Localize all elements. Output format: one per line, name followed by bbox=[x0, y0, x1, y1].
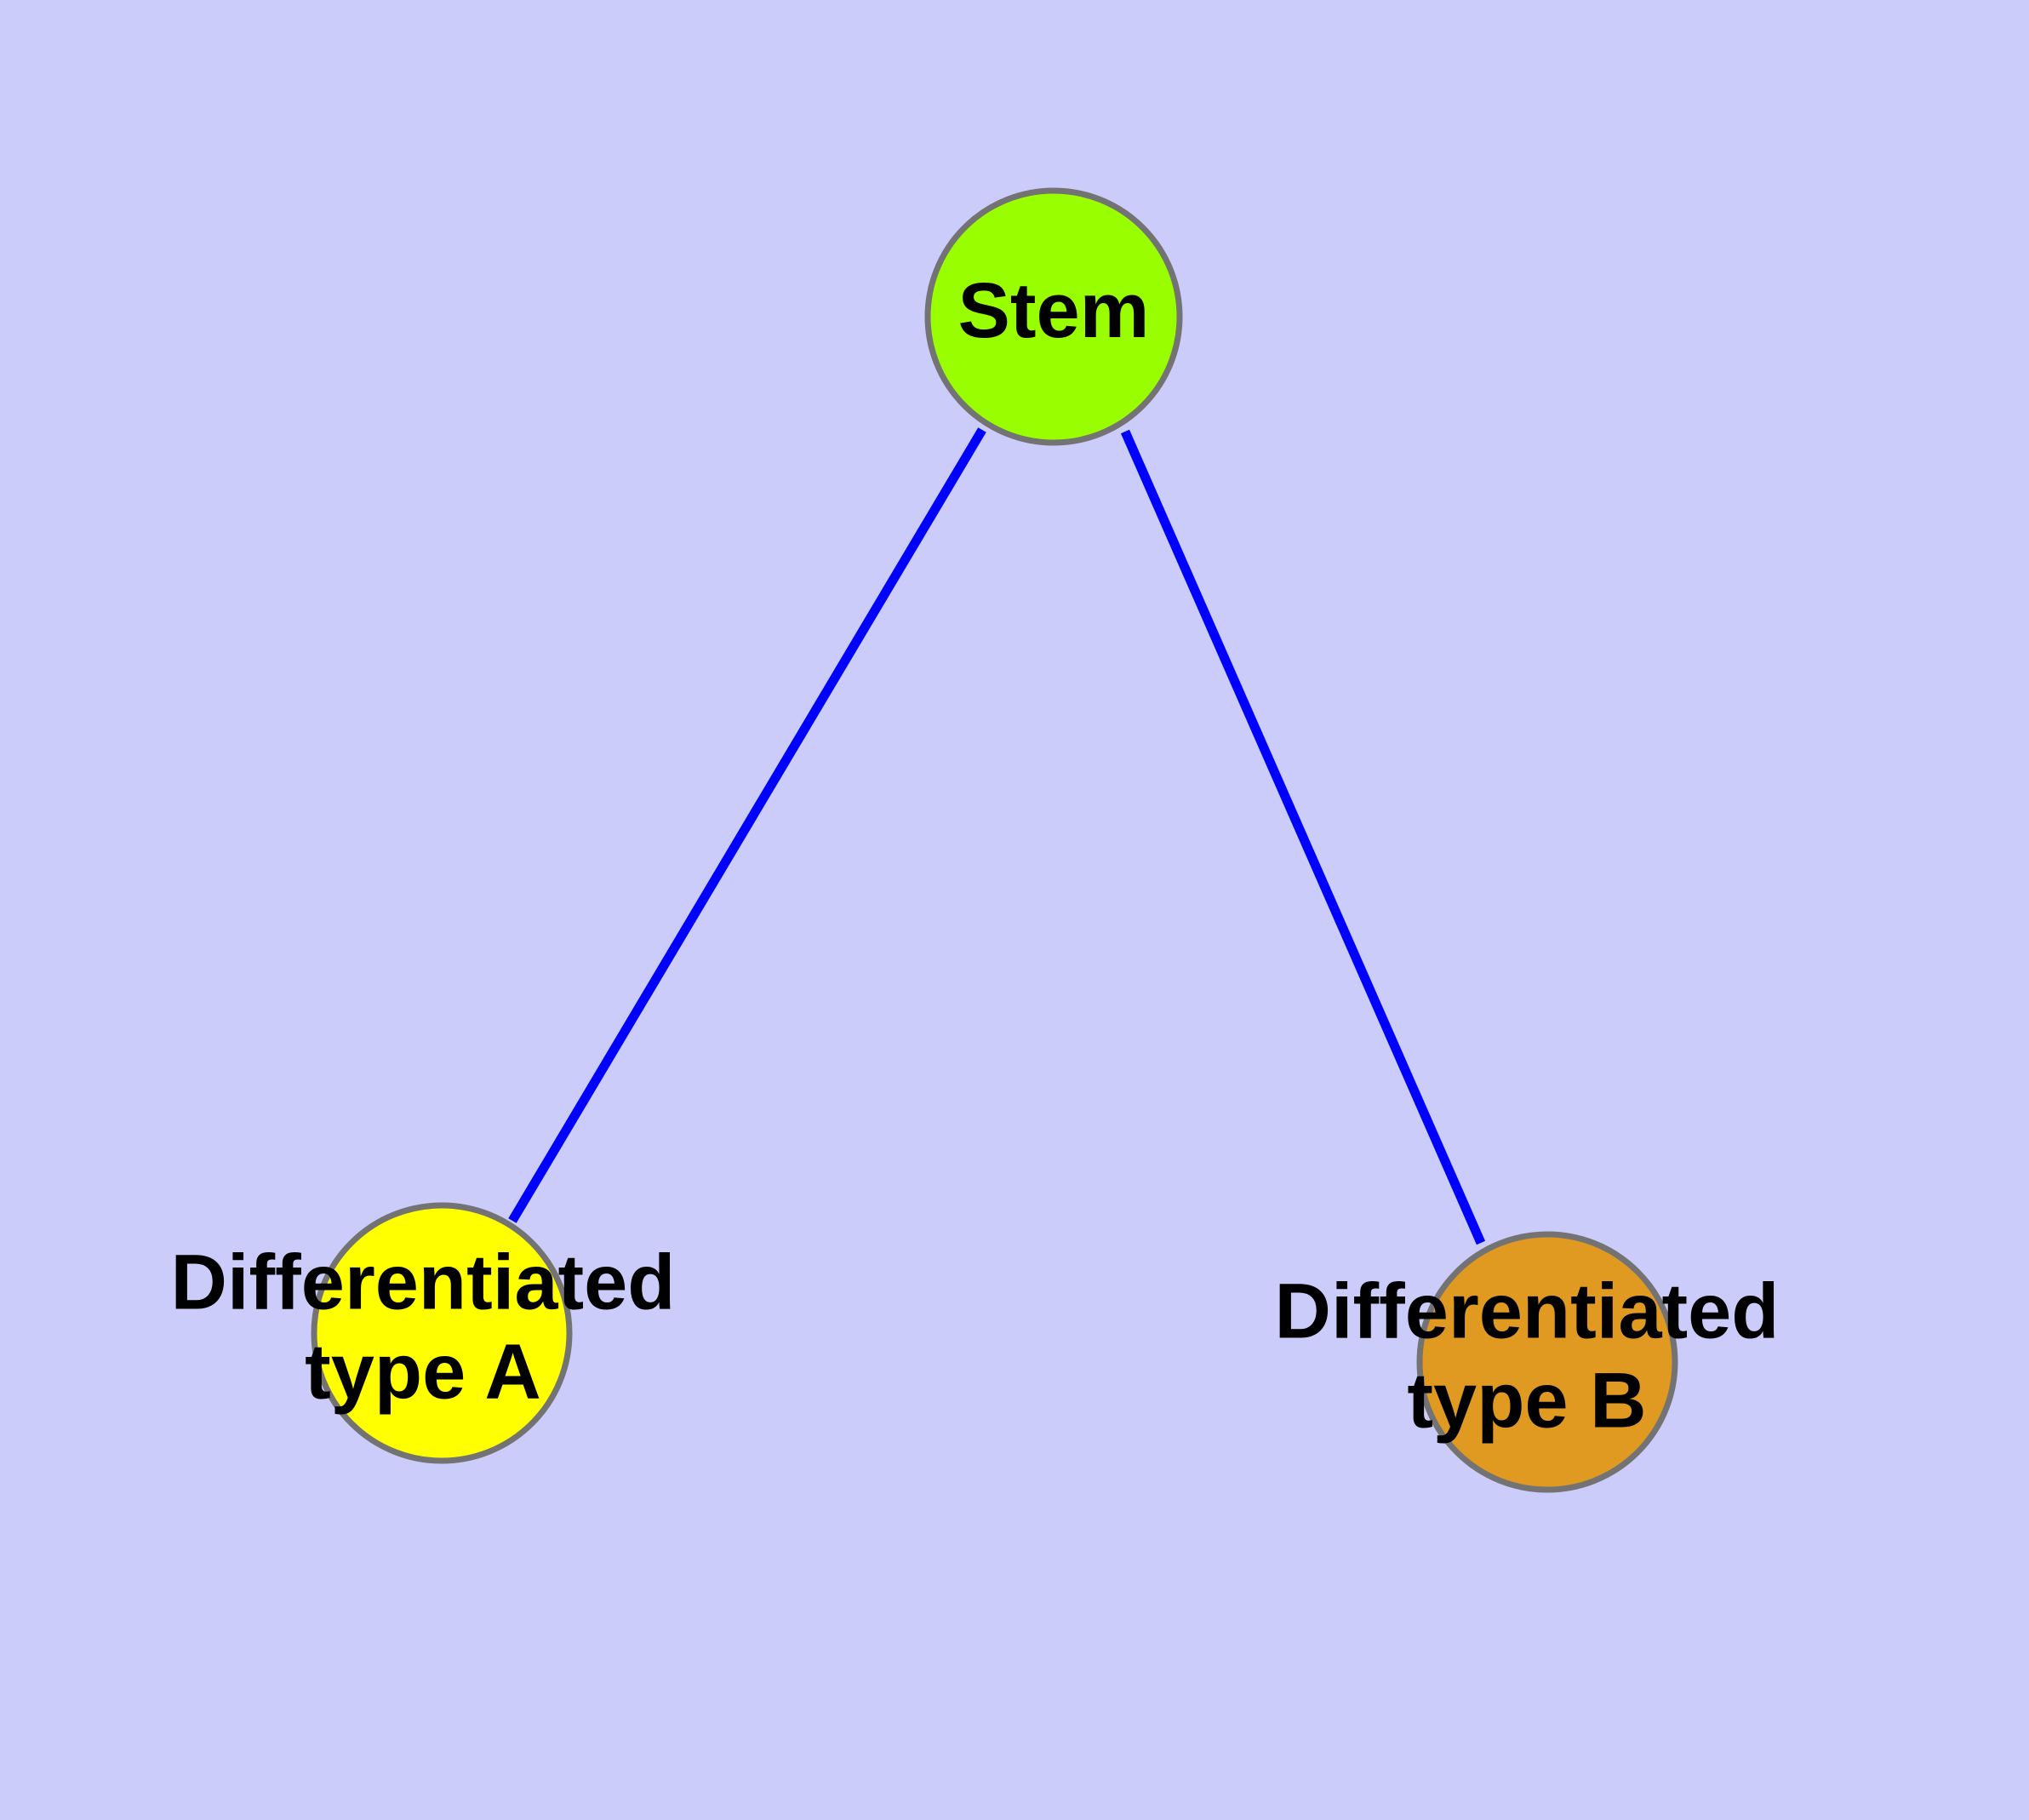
node-diff-a[interactable] bbox=[311, 1202, 573, 1464]
nodes-layer bbox=[311, 187, 1678, 1493]
node-label-line: type B bbox=[1407, 1358, 1646, 1445]
node-label-line: type A bbox=[305, 1329, 541, 1416]
edge-stem-to-diff-b[interactable] bbox=[1120, 429, 1486, 1245]
edge-stem-to-diff-a[interactable] bbox=[508, 427, 986, 1223]
node-label-stem: Stem bbox=[958, 267, 1150, 354]
node-stem[interactable] bbox=[924, 187, 1183, 446]
node-label-line: Differentiated bbox=[171, 1239, 676, 1326]
node-label-line: Differentiated bbox=[1275, 1268, 1780, 1355]
node-label-line: Stem bbox=[958, 267, 1150, 354]
edges-layer bbox=[508, 427, 1486, 1245]
node-diff-b[interactable] bbox=[1416, 1231, 1678, 1493]
